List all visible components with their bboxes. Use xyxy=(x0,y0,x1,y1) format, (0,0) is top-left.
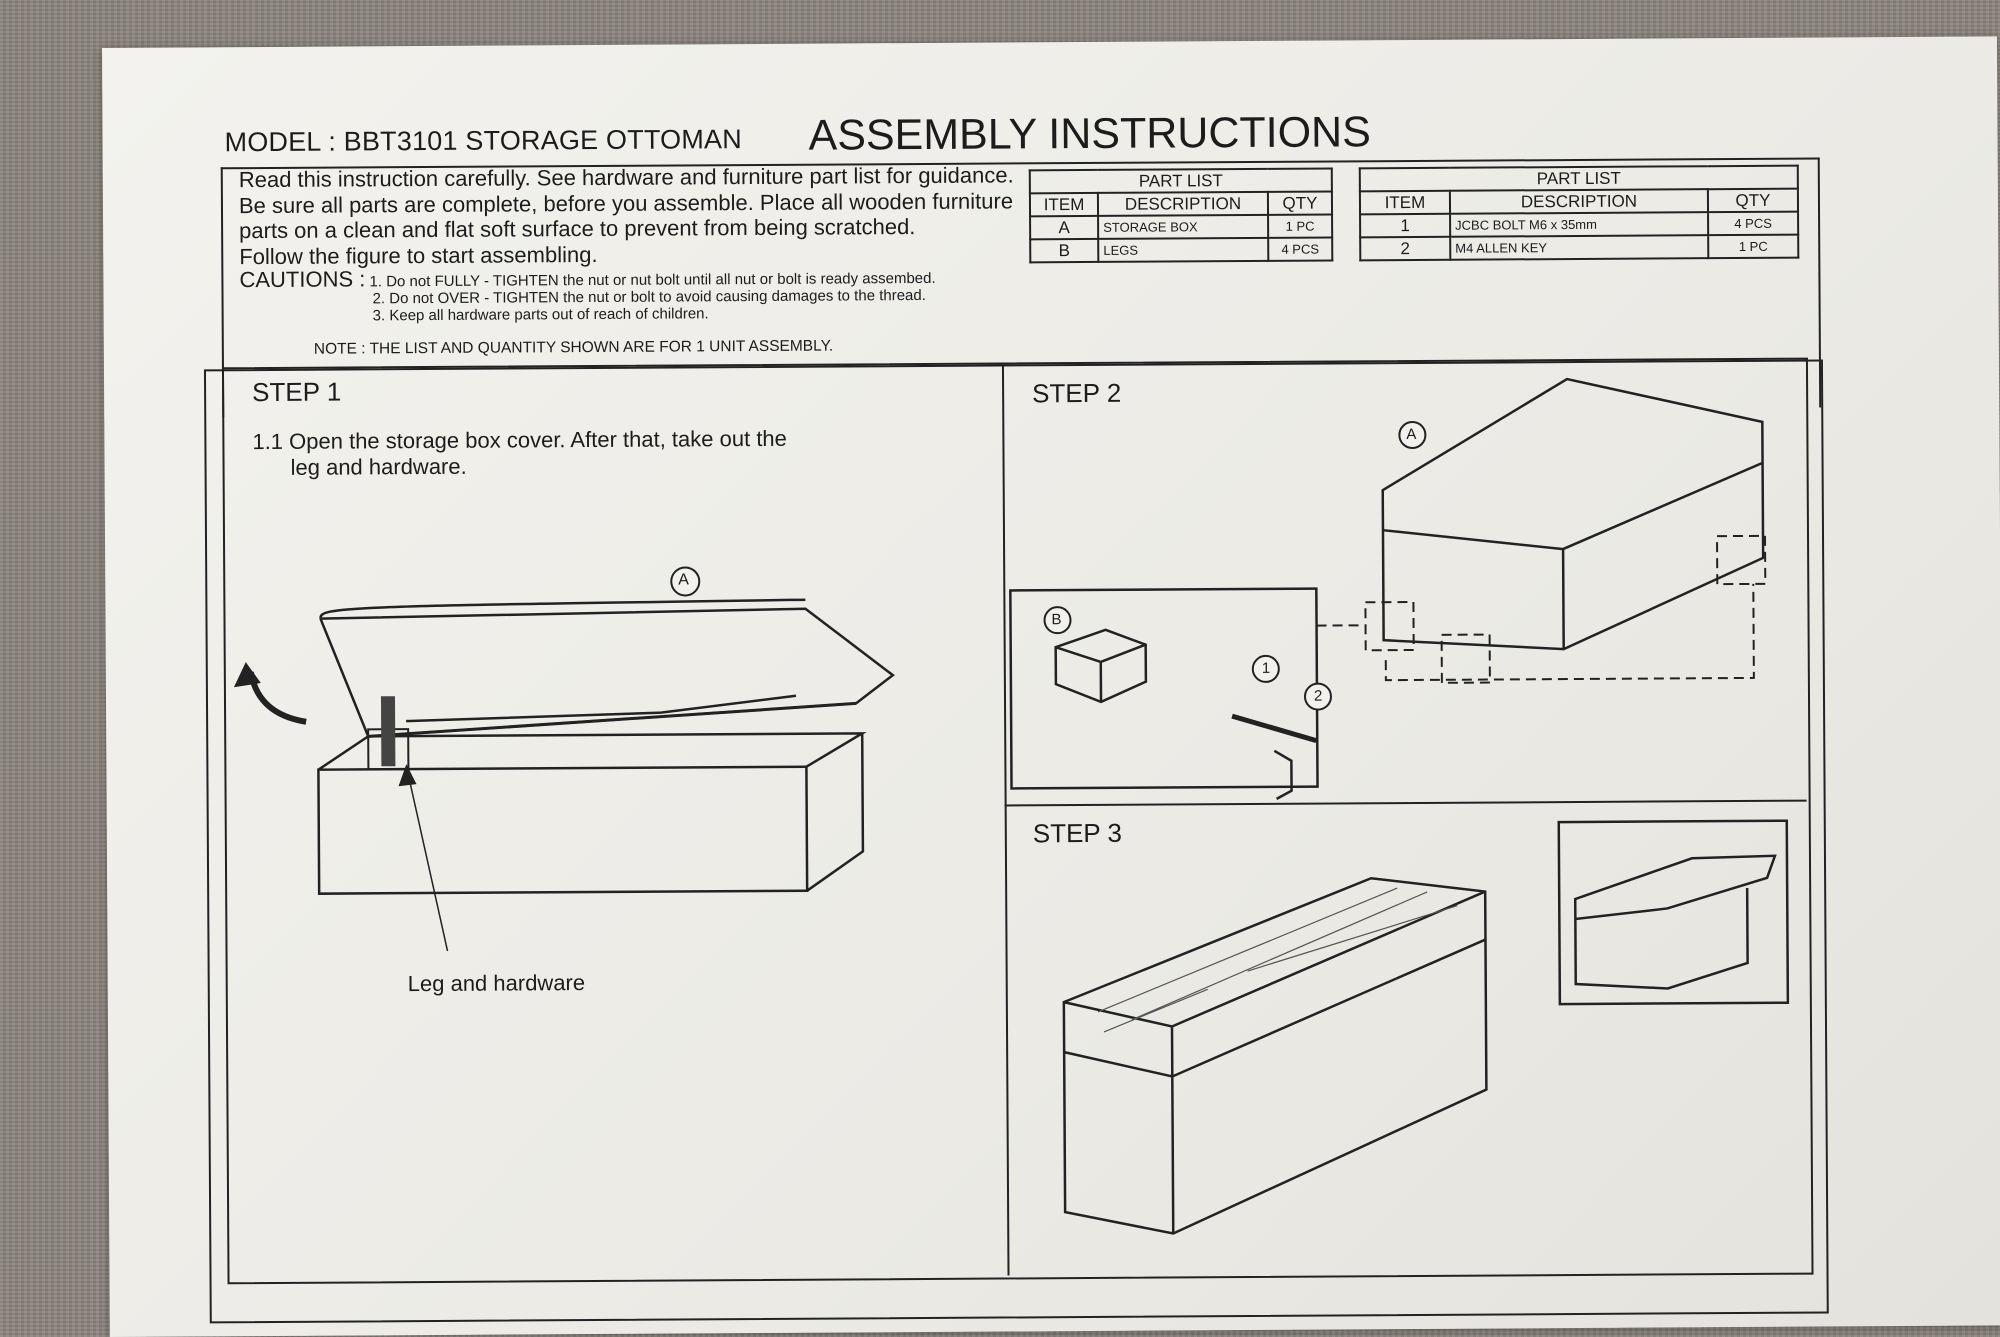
part-list-title: PART LIST xyxy=(1359,165,1798,192)
step1-instructions: 1.1 Open the storage box cover. After th… xyxy=(252,426,787,481)
cautions-label: CAUTIONS : xyxy=(239,266,366,293)
cell: M4 ALLEN KEY xyxy=(1450,235,1709,260)
callout-a: A xyxy=(1406,425,1417,444)
step1-text: leg and hardware. xyxy=(290,453,467,480)
step3-title: STEP 3 xyxy=(1032,817,1123,849)
cell: 1 xyxy=(1360,213,1451,238)
intro-text: Read this instruction carefully. See har… xyxy=(239,162,1014,269)
callout-a: A xyxy=(678,571,689,589)
instruction-sheet: MODEL : BBT3101 STORAGE OTTOMAN ASSEMBLY… xyxy=(102,36,2000,1337)
cell: 4 PCS xyxy=(1708,211,1799,236)
callout-2: 2 xyxy=(1313,687,1323,705)
step2-title: STEP 2 xyxy=(1032,377,1122,409)
col-header: ITEM xyxy=(1359,190,1451,215)
step3-ottoman-drawing xyxy=(1062,819,1790,1235)
callout-1: 1 xyxy=(1261,659,1271,677)
col-header: ITEM xyxy=(1029,192,1099,217)
page-title: ASSEMBLY INSTRUCTIONS xyxy=(808,108,1371,160)
cell: A xyxy=(1030,215,1099,240)
cautions: CAUTIONS : 1. Do not FULLY - TIGHTEN the… xyxy=(239,266,936,325)
step1-open-ottoman-drawing xyxy=(233,566,895,952)
col-header: QTY xyxy=(1267,191,1333,215)
step1-text: 1.1 Open the storage box cover. After th… xyxy=(252,425,787,455)
cell: 1 PC xyxy=(1708,234,1799,259)
step1-label: Leg and hardware xyxy=(407,970,586,997)
cell: STORAGE BOX xyxy=(1098,214,1269,239)
intro-line: Follow the figure to start assembling. xyxy=(239,241,598,269)
note: NOTE : THE LIST AND QUANTITY SHOWN ARE F… xyxy=(313,337,834,358)
callout-b: B xyxy=(1051,611,1062,629)
cell: JCBC BOLT M6 x 35mm xyxy=(1450,212,1709,237)
part-list-title: PART LIST xyxy=(1029,168,1332,194)
step1-title: STEP 1 xyxy=(252,376,342,408)
cell: 1 PC xyxy=(1267,214,1333,238)
model-label: MODEL : BBT3101 STORAGE OTTOMAN xyxy=(224,124,742,158)
intro-line: parts on a clean and flat soft surface t… xyxy=(239,214,916,244)
cell: 4 PCS xyxy=(1268,237,1333,261)
cell: B xyxy=(1030,238,1099,263)
step2-ottoman-drawing xyxy=(1009,377,1767,800)
cell: LEGS xyxy=(1098,237,1269,262)
col-header: QTY xyxy=(1707,188,1799,213)
col-header: DESCRIPTION xyxy=(1098,191,1268,216)
cell: 2 xyxy=(1360,236,1451,261)
col-header: DESCRIPTION xyxy=(1449,189,1709,214)
